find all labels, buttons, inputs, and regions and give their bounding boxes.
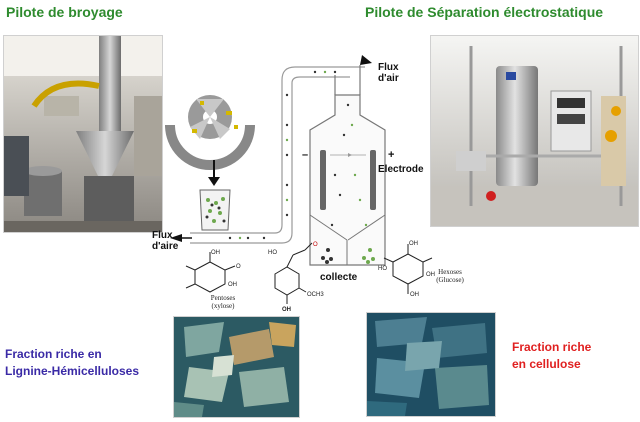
hopper xyxy=(199,189,231,231)
air-flow-label-right-line2: d'air xyxy=(378,73,399,84)
cellulose-fraction-micrograph xyxy=(366,312,496,417)
svg-text:O: O xyxy=(236,264,241,270)
electrostatic-separator xyxy=(309,55,386,266)
hexoses-caption: Hexoses (Glucose) xyxy=(425,268,475,284)
pentoses-caption-line1: Pentoses xyxy=(210,294,236,302)
electrode-label: Electrode xyxy=(378,164,424,175)
air-flow-label-left-line2: d'aire xyxy=(152,241,179,252)
svg-text:HO: HO xyxy=(378,266,387,272)
grinder-icon xyxy=(165,95,255,170)
pentoses-caption-line2: (xylose) xyxy=(211,302,235,310)
plus-sign: + xyxy=(388,149,394,161)
minus-sign: – xyxy=(302,149,308,161)
pentoses-caption: Pentoses (xylose) xyxy=(198,294,248,310)
air-outlet-arrow-icon xyxy=(360,55,372,65)
collection-label: collecte xyxy=(320,272,358,283)
lignin-fraction-label-line2: Lignine-Hémicelluloses xyxy=(5,364,140,378)
oh-label: OH xyxy=(282,307,291,312)
lignin-fraction-micrograph xyxy=(173,316,300,418)
grinding-pilot-photo xyxy=(3,35,163,233)
air-flow-label-right-line1: Flux xyxy=(378,62,399,73)
hexose-structure: OH HO OH OH xyxy=(378,241,435,298)
title-grinding-pilot: Pilote de broyage xyxy=(6,4,123,20)
svg-text:OH: OH xyxy=(211,250,220,256)
cellulose-fraction-label-line2: en cellulose xyxy=(512,357,581,371)
cellulose-fraction-label: Fraction riche en cellulose xyxy=(512,339,591,373)
svg-text:OH: OH xyxy=(410,292,419,298)
pentose-structure: OH O OH xyxy=(185,250,241,293)
och3-label: OCH3 xyxy=(307,292,324,298)
air-flow-label-right: Flux d'air xyxy=(378,62,399,84)
electrostatic-pilot-photo xyxy=(430,35,639,227)
process-diagram: – + xyxy=(165,55,394,266)
air-flow-label-left: Flux d'aire xyxy=(152,230,178,252)
svg-text:OH: OH xyxy=(409,241,418,247)
lignin-hemicellulose-fraction-label: Fraction riche en Lignine-Hémicelluloses xyxy=(5,346,139,380)
svg-text:OH: OH xyxy=(228,282,237,288)
lignin-fraction-label-line1: Fraction riche en xyxy=(5,347,102,361)
cellulose-fraction-label-line1: Fraction riche xyxy=(512,340,592,354)
hexoses-caption-line1: Hexoses xyxy=(438,268,462,276)
title-electrostatic-pilot: Pilote de Séparation électrostatique xyxy=(365,4,604,20)
air-flow-label-left-line1: Flux xyxy=(152,230,173,241)
ferulic-acid-structure: HO O OCH3 OH xyxy=(268,242,324,312)
hexoses-caption-line2: (Glucose) xyxy=(436,276,464,284)
svg-text:O: O xyxy=(313,242,318,248)
air-inlet-arrow-icon xyxy=(170,234,182,242)
svg-text:OH: OH xyxy=(426,272,435,278)
ho-label: HO xyxy=(268,250,277,256)
